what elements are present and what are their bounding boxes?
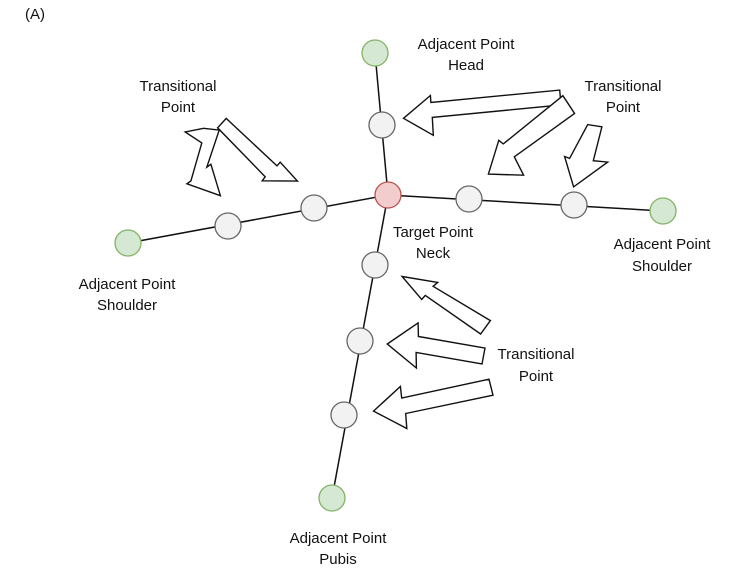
label-left-shoulder-line1: Adjacent Point [79, 276, 177, 293]
label-pubis-line1: Adjacent Point [290, 530, 388, 547]
nodes [114, 39, 677, 512]
arrow-left-1 [183, 127, 222, 197]
transitional-point-node [330, 401, 358, 429]
label-transitional-bottom-line1: Transitional [498, 346, 575, 363]
adjacent-point-head-node [361, 39, 389, 67]
figure-label: (A) [25, 6, 45, 23]
transitional-point-node [214, 212, 242, 240]
arrow-bottom-3 [372, 378, 494, 430]
edges [127, 52, 664, 499]
adjacent-point-right-shoulder-node [649, 197, 677, 225]
edge-target-right-shoulder [387, 194, 664, 212]
arrow-bottom-1 [400, 275, 492, 335]
transitional-point-node [455, 185, 483, 213]
label-pubis-line2: Pubis [319, 551, 357, 568]
labels: Adjacent Point Head Transitional Point T… [79, 36, 712, 568]
label-transitional-left-line1: Transitional [140, 78, 217, 95]
target-point-neck-node [374, 181, 402, 209]
transitional-point-node [368, 111, 396, 139]
transitional-point-node [560, 191, 588, 219]
label-target-line1: Target Point [393, 224, 474, 241]
arrow-bottom-2 [386, 321, 486, 370]
adjacent-point-left-shoulder-node [114, 229, 142, 257]
arrow-left-2 [216, 117, 300, 182]
transitional-point-node [300, 194, 328, 222]
label-transitional-right-line1: Transitional [585, 78, 662, 95]
arrows [183, 89, 610, 430]
edge-target-left-shoulder [127, 194, 389, 244]
label-left-shoulder-line2: Shoulder [97, 297, 157, 314]
arrow-right-top-3 [563, 123, 610, 189]
adjacent-point-pubis-node [318, 484, 346, 512]
label-transitional-bottom-line2: Point [519, 368, 554, 385]
label-head-line1: Adjacent Point [418, 36, 516, 53]
label-head-line2: Head [448, 57, 484, 74]
transitional-point-node [361, 251, 389, 279]
transitional-point-node [346, 327, 374, 355]
label-transitional-right-line2: Point [606, 99, 641, 116]
label-right-shoulder-line2: Shoulder [632, 258, 692, 275]
label-transitional-left-line2: Point [161, 99, 196, 116]
label-target-line2: Neck [416, 245, 451, 262]
label-right-shoulder-line1: Adjacent Point [614, 236, 712, 253]
arrow-right-top-2 [487, 94, 576, 176]
